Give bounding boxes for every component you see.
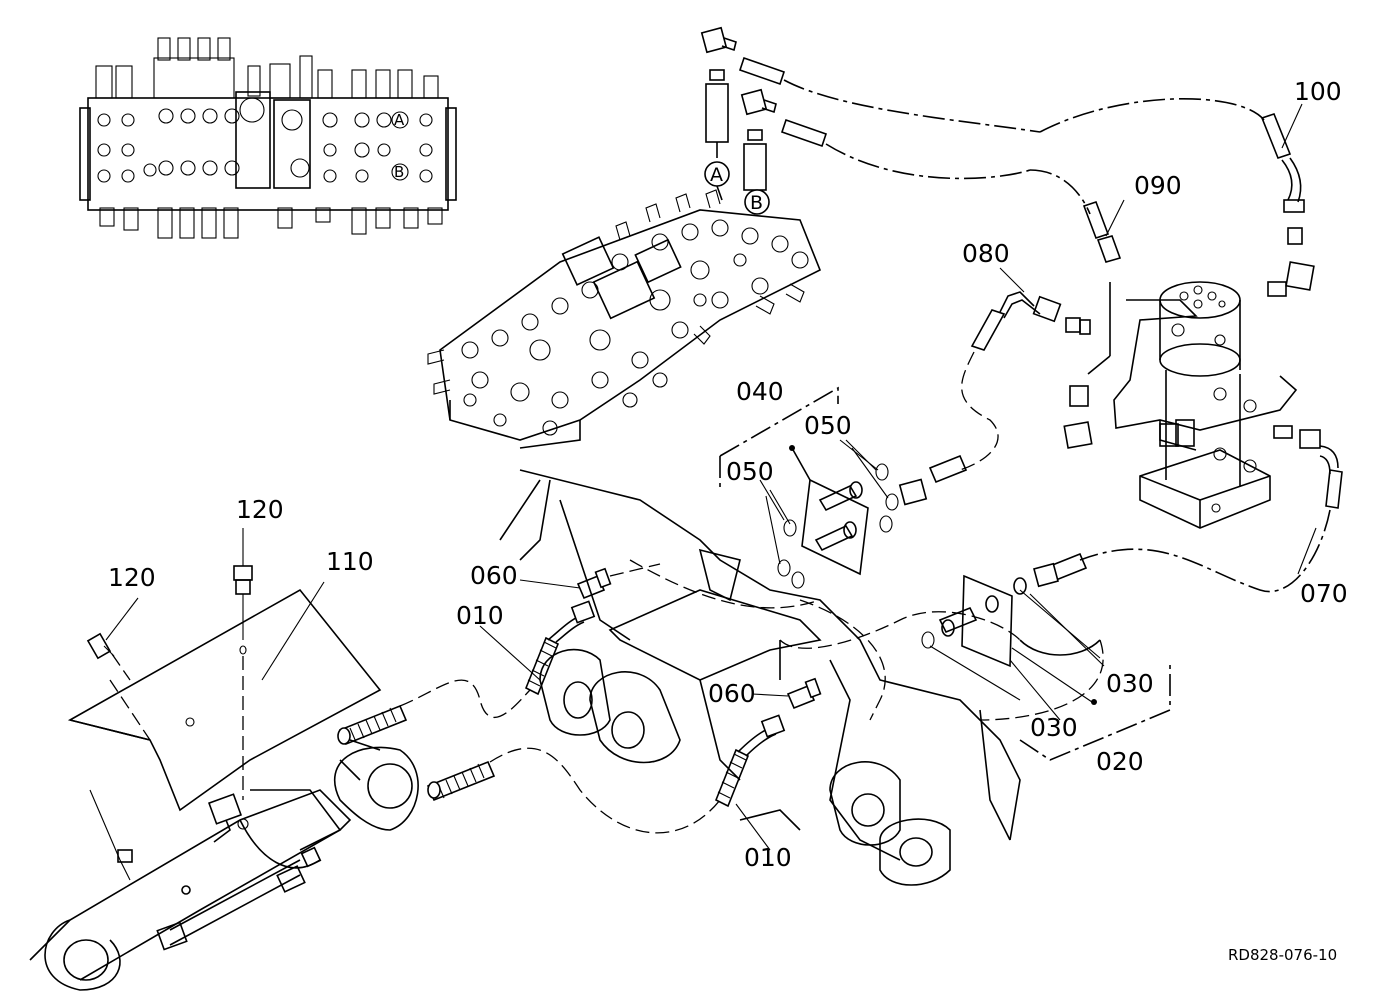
hose-010-upper [337, 600, 596, 746]
control-valve-assembly [427, 189, 822, 449]
callout-120-top: 120 [236, 495, 284, 524]
callout-120-left: 120 [108, 563, 156, 592]
inset-port-b-label: B [394, 163, 404, 181]
control-valve-inset: A B [79, 37, 457, 239]
callout-070: 070 [1300, 579, 1348, 608]
bolt-060-lower [786, 677, 822, 710]
bolt-060-upper [576, 563, 661, 600]
drawing-reference: RD828-076-10 [1228, 946, 1337, 964]
plate-020 [921, 574, 1171, 761]
inset-port-a-label: A [394, 111, 405, 129]
swivel-joint [1063, 281, 1321, 529]
callout-020: 020 [1096, 747, 1144, 776]
callout-080: 080 [962, 239, 1010, 268]
port-b-marker [744, 189, 770, 215]
hose-070 [1013, 445, 1343, 595]
hose-010-lower [426, 714, 786, 834]
callout-010-top: 010 [456, 601, 504, 630]
callout-030-right: 030 [1106, 669, 1154, 698]
callout-labels: 090 100 080 040 050 050 120 120 110 060 … [108, 77, 1348, 872]
swing-bracket [499, 469, 1104, 886]
callout-050-right: 050 [804, 411, 852, 440]
plate-040 [719, 386, 899, 589]
callout-110: 110 [326, 547, 374, 576]
callout-010-bottom: 010 [744, 843, 792, 872]
callout-060-bottom: 060 [708, 679, 756, 708]
port-fittings: A B [700, 26, 777, 215]
leader-lines [105, 103, 1317, 851]
callout-060-top: 060 [470, 561, 518, 590]
callout-050-left: 050 [726, 457, 774, 486]
boom-cylinder [29, 739, 419, 991]
callout-030-left: 030 [1030, 713, 1078, 742]
callout-040: 040 [736, 377, 784, 406]
port-b-label: B [750, 192, 763, 214]
bolt-120-upper [233, 565, 253, 800]
callout-100: 100 [1294, 77, 1342, 106]
callout-090: 090 [1134, 171, 1182, 200]
upper-hoses [738, 56, 1315, 375]
bolt-120-left [86, 632, 131, 681]
hose-080 [898, 291, 1091, 506]
cover-110 [67, 588, 382, 881]
port-a-label: A [710, 164, 723, 186]
